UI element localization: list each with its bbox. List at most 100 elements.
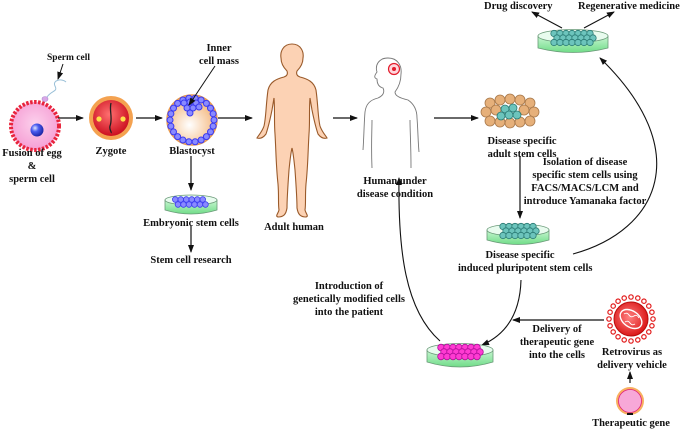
ipsc-cell	[523, 231, 531, 240]
isolation-label: Isolation of disease specific stem cells…	[520, 156, 650, 208]
diseased-human-figure-icon	[362, 57, 420, 169]
virus-spike	[615, 298, 621, 305]
adult-stem-cell	[508, 103, 518, 113]
differentiated-cell	[556, 38, 564, 47]
differentiated-cell	[574, 38, 582, 47]
embryonic-stem-cell	[180, 201, 187, 208]
human-disease-label-line: disease condition	[356, 189, 434, 200]
trophoblast-cell	[209, 122, 217, 130]
trophoblast-cell	[207, 128, 215, 136]
adult-tissue-cell	[524, 97, 536, 109]
introduction-label-line: genetically modified cells	[293, 294, 405, 305]
adult-human-label: Adult human	[264, 222, 324, 233]
embryonic-stem-cell	[174, 201, 182, 208]
delivery-label: Delivery of therapeutic gene into the ce…	[514, 323, 600, 362]
differentiated-cell	[580, 38, 588, 47]
trophoblast-cell	[166, 116, 174, 124]
disease-adult-stem-cells-label: Disease specific adult stem cells	[480, 135, 564, 161]
trophoblast-cell	[185, 138, 193, 146]
virus-spike	[610, 303, 617, 309]
adult-tissue-cell	[484, 97, 496, 109]
trophoblast-cell	[209, 110, 217, 118]
inner-cell-mass-label-line: Inner	[206, 43, 232, 54]
inner-cell	[186, 109, 194, 117]
retrovirus-label: Retrovirus as delivery vehicle	[596, 346, 668, 372]
isolation-label-line: FACS/MACS/LCM and	[531, 183, 639, 194]
adult-tissue-cell	[494, 94, 506, 106]
differentiated-cell	[562, 38, 570, 47]
therapeutic-gene-icon	[616, 387, 644, 415]
ipsc-label: Disease specific induced pluripotent ste…	[458, 249, 593, 275]
virus-spike	[628, 338, 634, 344]
adult-tissue-cell	[480, 106, 492, 118]
introduction-label: Introduction of genetically modified cel…	[290, 280, 408, 319]
virus-spike	[641, 333, 647, 340]
differentiated-cell	[568, 38, 576, 47]
arrow-to-drug-discovery	[531, 11, 563, 29]
virus-spike	[607, 322, 613, 329]
virus-spike	[621, 295, 628, 301]
ipsc-cell	[517, 231, 525, 240]
trophoblast-cell	[169, 128, 177, 136]
zygote-label: Zygote	[95, 146, 127, 157]
therapeutic-gene-label: Therapeutic gene	[592, 418, 670, 429]
differentiated-cell	[586, 38, 594, 47]
isolation-label-line: Isolation of disease	[542, 157, 628, 168]
retrovirus-label-line: Retrovirus as	[601, 347, 663, 358]
trophoblast-cell	[179, 136, 187, 144]
adult-human-figure-icon	[256, 43, 328, 218]
delivery-label-line: therapeutic gene	[519, 337, 595, 348]
embryonic-stem-cell	[202, 201, 209, 208]
embryonic-stem-cell	[196, 201, 204, 208]
virus-spike	[606, 316, 612, 322]
fusion-label-line: &	[27, 161, 37, 172]
blastocyst-icon	[166, 94, 218, 146]
virus-spike	[615, 333, 621, 340]
genetically-modified-cell	[473, 352, 481, 361]
embryonic-stem-cell	[185, 201, 193, 208]
ipsc-label-line: induced pluripotent stem cells	[458, 263, 593, 274]
embryonic-stem-cell	[199, 196, 206, 203]
regenerative-medicine-label: Regenerative medicine	[578, 1, 680, 12]
arrow-ipsc-to-gm-dish	[481, 279, 522, 346]
adult-tissue-cell	[504, 117, 516, 129]
trophoblast-cell	[202, 133, 210, 141]
human-disease-label: Human under disease condition	[348, 175, 442, 201]
adult-stem-cell	[504, 110, 514, 120]
virus-spike	[649, 309, 655, 316]
ipsc-cell	[499, 231, 507, 240]
inner-cell-mass-label: Inner cell mass	[196, 42, 242, 68]
adult-tissue-cell	[514, 94, 526, 106]
virus-spike	[610, 329, 617, 335]
ipsc-cell	[511, 231, 519, 240]
embryonic-stem-cell	[191, 201, 198, 208]
delivery-label-line: Delivery of	[532, 324, 582, 335]
retrovirus-icon	[606, 294, 656, 344]
differentiated-cell	[550, 38, 558, 47]
virus-spike	[628, 294, 634, 300]
virus-spike	[641, 298, 647, 305]
arrow-to-regenerative-medicine	[583, 11, 615, 29]
inner-cell-mass-label-line: cell mass	[199, 56, 239, 67]
adult-tissue-cell	[504, 93, 516, 105]
ipsc-label-line: Disease specific	[485, 250, 555, 261]
inner-cell-mass-pointer	[188, 65, 216, 106]
virus-spike	[645, 329, 652, 335]
trophoblast-cell	[202, 99, 210, 107]
trophoblast-cell	[167, 110, 175, 118]
virus-spike	[650, 316, 656, 322]
virus-spike	[621, 337, 628, 343]
sperm-cell-label: Sperm cell	[47, 53, 91, 63]
disease-adult-stem-cells-label-line: adult stem cells	[487, 149, 557, 160]
sperm-cell-icon	[41, 79, 67, 102]
inner-cell	[195, 103, 203, 111]
arrow-gm-dish-to-patient	[395, 177, 441, 342]
fusion-label-line: Fusion of egg	[2, 148, 62, 159]
trophoblast-cell	[191, 138, 199, 146]
introduction-label-line: Introduction of	[314, 281, 384, 292]
sperm-pointer-arrow	[57, 63, 64, 80]
virus-spike	[634, 295, 641, 301]
delivery-label-line: into the cells	[529, 350, 585, 361]
ipsc-dish-icon	[486, 222, 550, 245]
